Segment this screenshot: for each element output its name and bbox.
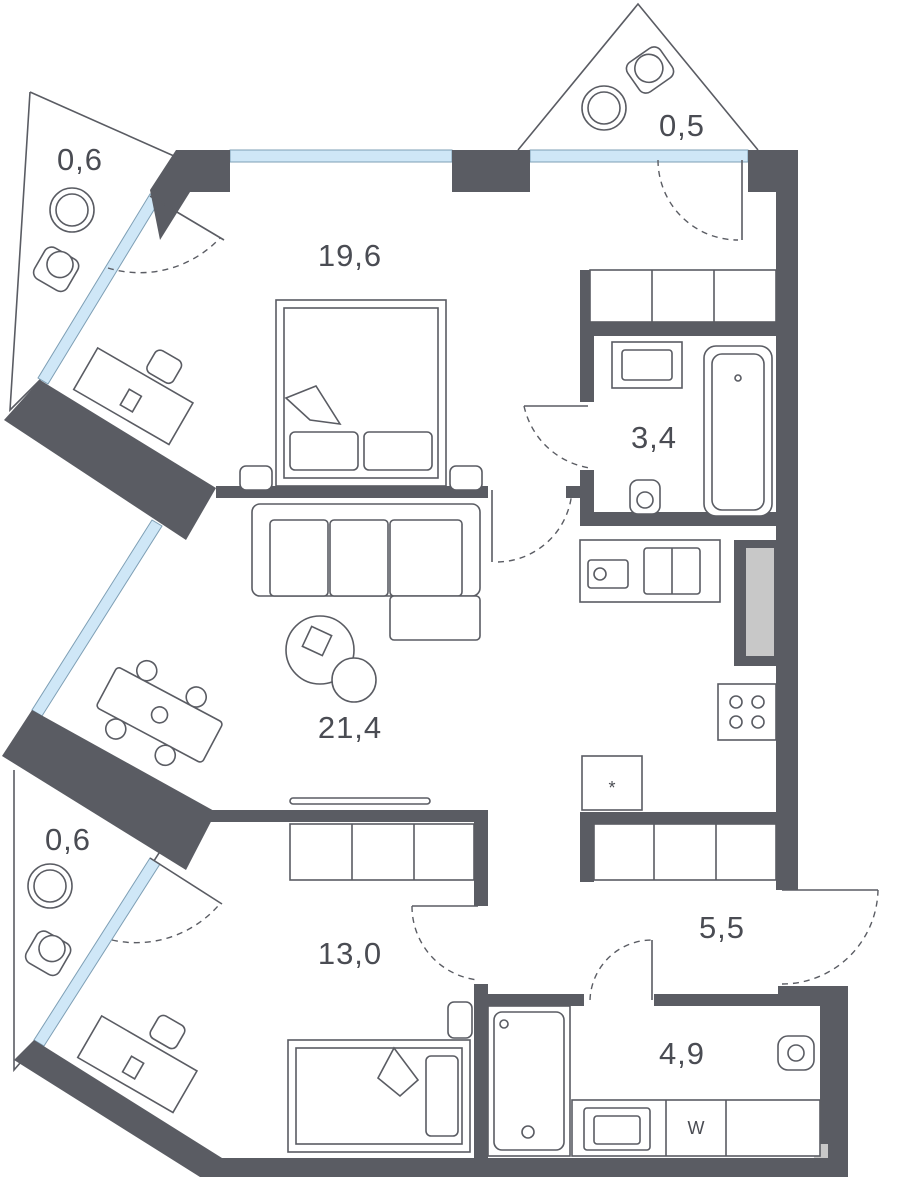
bedroom-second-furniture [76,823,475,1153]
area-label-balcony-bottom-left: 0,6 [45,822,91,857]
area-label-bathroom-1: 3,4 [631,420,677,455]
area-label-bedroom-main: 19,6 [318,238,382,273]
balcony-top-left-furniture [32,187,95,293]
area-label-balcony-top-left: 0,6 [57,142,103,177]
bedroom-main-furniture [72,299,483,491]
balcony-top [517,2,759,151]
area-label-bathroom-2: 4,9 [659,1036,705,1071]
area-label-hallway: 5,5 [699,910,745,945]
fridge-mark: * [608,778,615,798]
balcony-bottom-left-furniture [24,863,73,977]
room-labels: 0,6 0,5 19,6 3,4 21,4 0,6 13,0 5,5 4,9 [45,108,745,1071]
area-label-living-kitchen: 21,4 [318,710,382,745]
doors [107,159,879,1001]
balcony-top-furniture [581,46,675,131]
living-kitchen-furniture: * [96,503,777,881]
area-label-balcony-top: 0,5 [659,108,705,143]
area-label-bedroom-second: 13,0 [318,936,382,971]
bathroom-1-fixtures [589,269,777,517]
walls [2,150,848,1177]
bathroom-2-fixtures: W [487,1005,821,1157]
washer-mark: W [688,1118,705,1138]
